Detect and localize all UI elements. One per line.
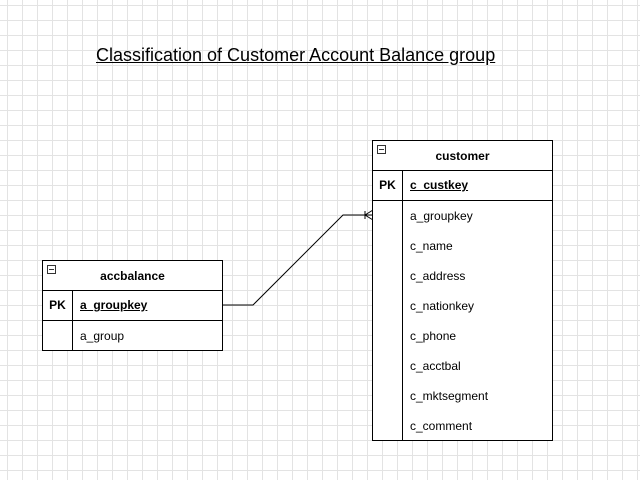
attribute-a_groupkey: a_groupkey	[410, 209, 473, 223]
attribute-c_name: c_name	[410, 239, 453, 253]
attribute-c_address: c_address	[410, 269, 466, 283]
pk-label: PK	[43, 291, 73, 320]
attribute-row[interactable]: c_acctbal	[373, 351, 552, 381]
attribute-row[interactable]: c_nationkey	[373, 291, 552, 321]
attribute-row[interactable]: c_name	[373, 231, 552, 261]
attribute-c_mktsegment: c_mktsegment	[410, 389, 489, 403]
attribute-row[interactable]: c_comment	[373, 411, 552, 441]
entity-accbalance[interactable]: accbalance PK a_groupkey a_group	[42, 260, 223, 351]
attribute-row[interactable]: c_mktsegment	[373, 381, 552, 411]
primary-key-row[interactable]: PK c_custkey	[373, 171, 552, 201]
entity-header[interactable]: customer	[373, 141, 552, 171]
pk-field: a_groupkey	[80, 298, 148, 312]
key-gutter	[373, 201, 403, 440]
collapse-icon[interactable]	[377, 145, 386, 154]
attribute-row[interactable]: a_groupkey	[373, 201, 552, 231]
relationship-line	[222, 214, 373, 306]
entity-name: accbalance	[100, 269, 165, 283]
diagram-title: Classification of Customer Account Balan…	[96, 45, 496, 65]
attribute-a_group: a_group	[80, 329, 125, 343]
pk-field: c_custkey	[410, 178, 469, 192]
pk-label: PK	[373, 171, 403, 200]
attribute-c_nationkey: c_nationkey	[410, 299, 475, 313]
attribute-c_comment: c_comment	[410, 419, 473, 433]
collapse-icon[interactable]	[47, 265, 56, 274]
attribute-row[interactable]: c_phone	[373, 321, 552, 351]
key-gutter	[43, 321, 73, 350]
attribute-row[interactable]: a_group	[43, 321, 222, 351]
attribute-c_phone: c_phone	[410, 329, 457, 343]
entity-name: customer	[435, 149, 490, 163]
attribute-row[interactable]: c_address	[373, 261, 552, 291]
entity-customer[interactable]: customer PK c_custkey a_groupkey c_name …	[372, 140, 553, 441]
attribute-c_acctbal: c_acctbal	[410, 359, 461, 373]
primary-key-row[interactable]: PK a_groupkey	[43, 291, 222, 321]
crow-foot-one-or-many-marker	[364, 209, 374, 221]
entity-header[interactable]: accbalance	[43, 261, 222, 291]
